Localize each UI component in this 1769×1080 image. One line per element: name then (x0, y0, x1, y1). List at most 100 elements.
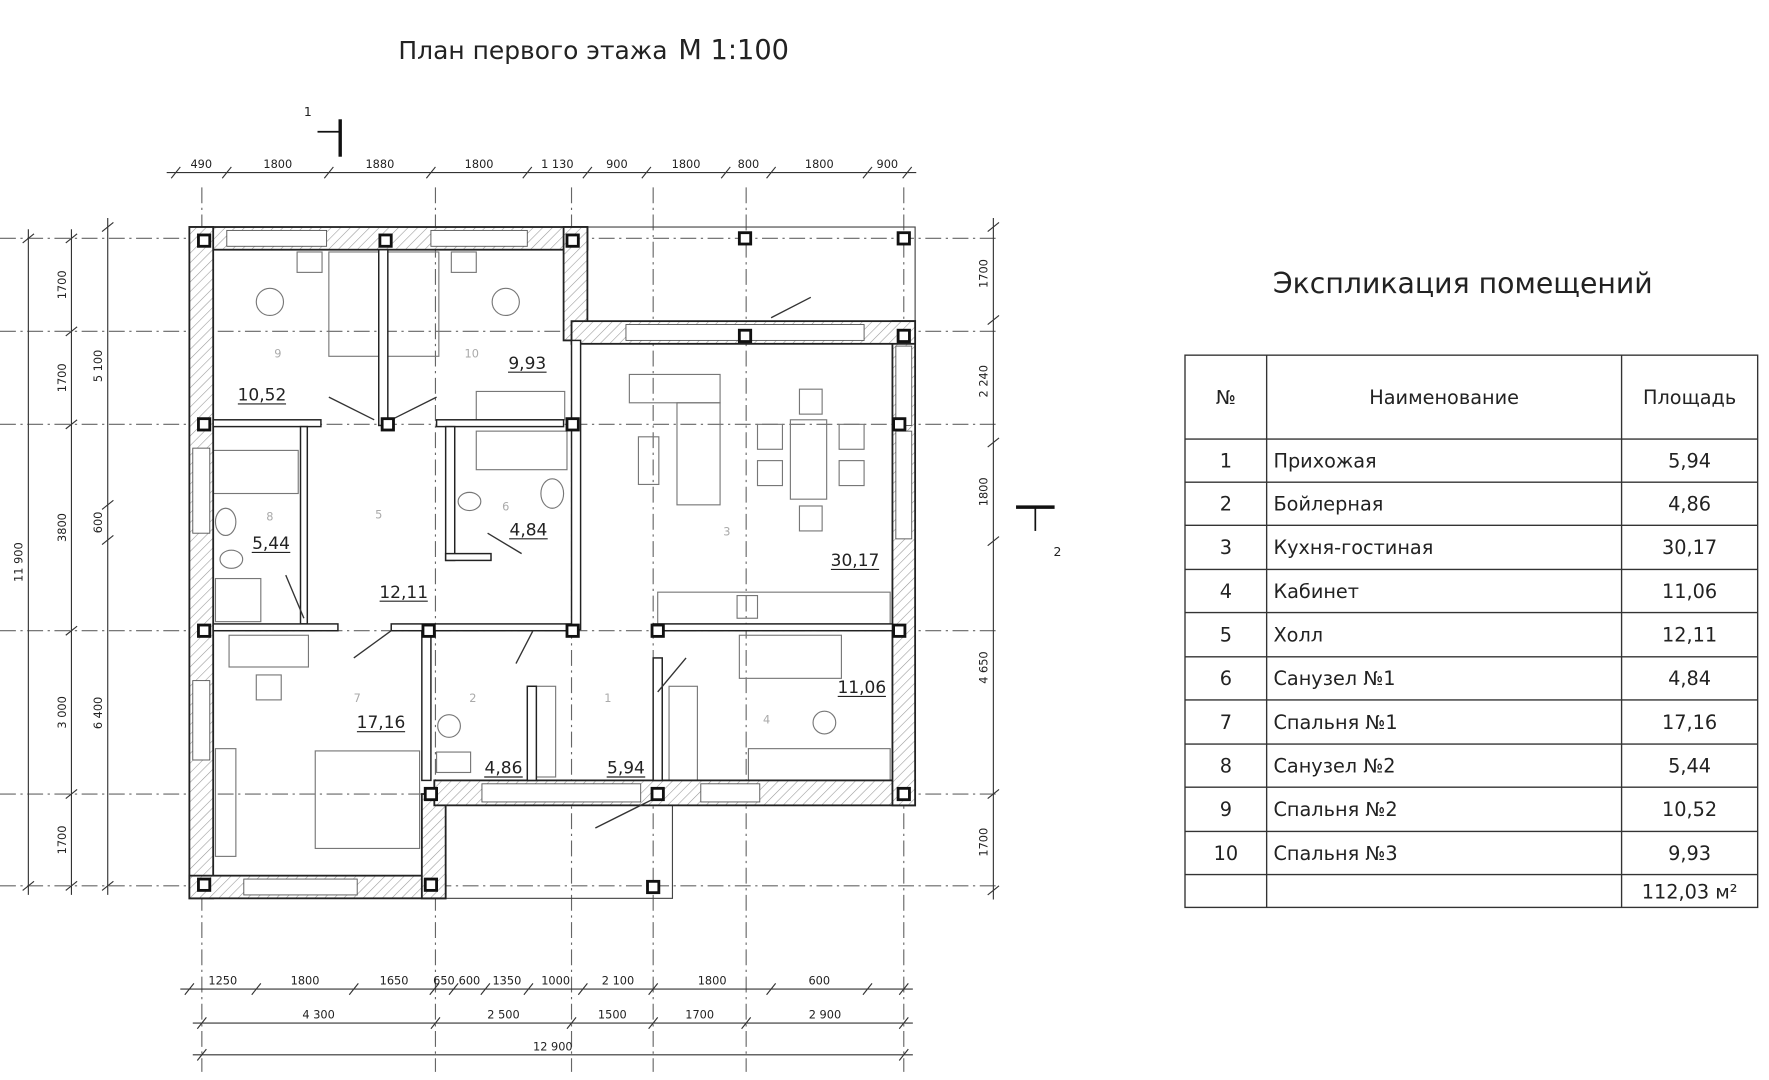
dim-bottom-1-tick (766, 983, 777, 996)
table-cell-area: 30,17 (1662, 536, 1717, 559)
dim-top-tick (902, 166, 913, 179)
dim-bottom-1-label: 1650 (380, 974, 409, 988)
dim-top-label: 1880 (365, 157, 394, 171)
column (896, 786, 911, 802)
table-cell-number: 2 (1220, 493, 1232, 516)
dim-top-label: 1800 (465, 157, 494, 171)
dim-bottom-2-label: 2 500 (487, 1008, 519, 1022)
table-cell-number: 9 (1220, 798, 1232, 821)
table-header: № (1216, 386, 1236, 409)
column (896, 231, 911, 246)
dim-top-label: 1800 (672, 157, 701, 171)
dim-bottom-1-label: 600 (808, 974, 830, 988)
dim-right-label: 1700 (977, 828, 991, 857)
dim-bottom-1-tick (348, 983, 359, 996)
svg-text:1: 1 (304, 104, 312, 119)
dim-left-2-label: 600 (91, 512, 105, 534)
plan-title: План первого этажа (398, 36, 667, 65)
table-cell-area: 11,06 (1662, 580, 1717, 603)
dim-bottom-1-label: 1800 (698, 974, 727, 988)
room-number: 8 (266, 510, 273, 524)
dim-right-label: 1800 (977, 477, 991, 506)
dim-bottom-2-label: 2 900 (809, 1008, 841, 1022)
column (565, 623, 580, 638)
table-cell-number: 1 (1220, 449, 1232, 472)
room-area: 4,84 (510, 520, 548, 540)
dim-left-1-label: 3 000 (55, 696, 69, 728)
dim-bottom-2-label: 1700 (685, 1008, 714, 1022)
table-cell-name: Холл (1273, 623, 1323, 646)
table-cell-number: 10 (1214, 842, 1239, 865)
dim-bottom-1-label: 1250 (208, 974, 237, 988)
dim-top-tick (582, 166, 593, 179)
room-labels: 15,9424,86330,17411,06512,1164,84717,168… (238, 346, 887, 778)
dim-bottom-2-tick (430, 1017, 441, 1030)
dim-bottom-1-tick (429, 983, 440, 996)
dim-bottom-1-tick (523, 983, 534, 996)
dim-left-1-tick (65, 233, 78, 244)
dim-bottom-total-label: 12 900 (533, 1039, 573, 1053)
column (565, 233, 580, 248)
dim-bottom-2-tick (196, 1017, 207, 1030)
dim-left-1-label: 1700 (55, 270, 69, 299)
dim-left-1-tick (65, 789, 78, 799)
dim-top-label: 490 (190, 157, 212, 171)
dim-left-2-label: 6 400 (91, 697, 105, 729)
dim-left-total-tick (22, 880, 35, 891)
dim-bottom-1-tick (898, 983, 909, 996)
dim-bottom-2-label: 4 300 (302, 1008, 334, 1022)
table-cell-number: 6 (1220, 667, 1232, 690)
room-number: 4 (763, 713, 770, 727)
table-cell-number: 5 (1220, 623, 1232, 646)
room-number: 6 (502, 500, 509, 514)
dim-right-tick (987, 536, 1000, 547)
section-mark-1: 1 (304, 104, 342, 157)
table-cell-name: Спальня №1 (1273, 711, 1397, 734)
room-area: 30,17 (831, 551, 880, 571)
dim-right-tick (987, 789, 1000, 799)
dim-left-1-tick (65, 419, 78, 430)
dim-bottom-2-tick (566, 1017, 577, 1030)
table-cell-area: 5,94 (1668, 449, 1711, 472)
room-number: 10 (465, 346, 479, 360)
table-cell-area: 4,84 (1668, 667, 1711, 690)
column (737, 231, 753, 246)
dim-top-label: 900 (606, 157, 628, 171)
dim-bottom-2-label: 1500 (598, 1008, 627, 1022)
column (380, 417, 395, 432)
schedule-title: Экспликация помещений (1273, 267, 1653, 300)
dim-left-1-tick (65, 625, 78, 636)
dim-right-tick (987, 222, 1000, 233)
dim-top-label: 900 (877, 157, 899, 171)
room-number: 3 (723, 524, 730, 538)
svg-text:2: 2 (1053, 544, 1061, 559)
dim-top-label: 800 (738, 157, 760, 171)
dim-top-tick (720, 166, 731, 179)
structural-columns (197, 231, 911, 895)
column (378, 233, 393, 248)
table-cell-name: Бойлерная (1273, 493, 1383, 516)
table-total: 112,03 м² (1642, 880, 1738, 903)
dim-top-tick (323, 166, 334, 179)
dim-bottom-1-label: 1350 (492, 974, 521, 988)
column (197, 417, 212, 432)
table-cell-area: 17,16 (1662, 711, 1717, 734)
table-cell-name: Прихожая (1273, 449, 1376, 472)
dim-bottom-1-label: 600 (459, 974, 481, 988)
dim-left-2-tick (101, 499, 114, 510)
dim-top-label: 1800 (263, 157, 292, 171)
table-cell-area: 10,52 (1662, 798, 1717, 821)
room-area: 11,06 (837, 678, 886, 698)
dim-bottom-1-label: 1000 (541, 974, 570, 988)
room-number: 5 (375, 507, 382, 521)
room-area: 9,93 (508, 354, 546, 374)
dim-left-1-tick (65, 326, 78, 337)
dim-bottom-2-tick (648, 1017, 659, 1030)
dim-top-tick (766, 166, 777, 179)
table-cell-name: Кабинет (1273, 580, 1359, 603)
column (650, 623, 665, 638)
dim-bottom-1-tick (648, 983, 659, 996)
room-area: 10,52 (238, 386, 287, 406)
column (421, 623, 436, 638)
